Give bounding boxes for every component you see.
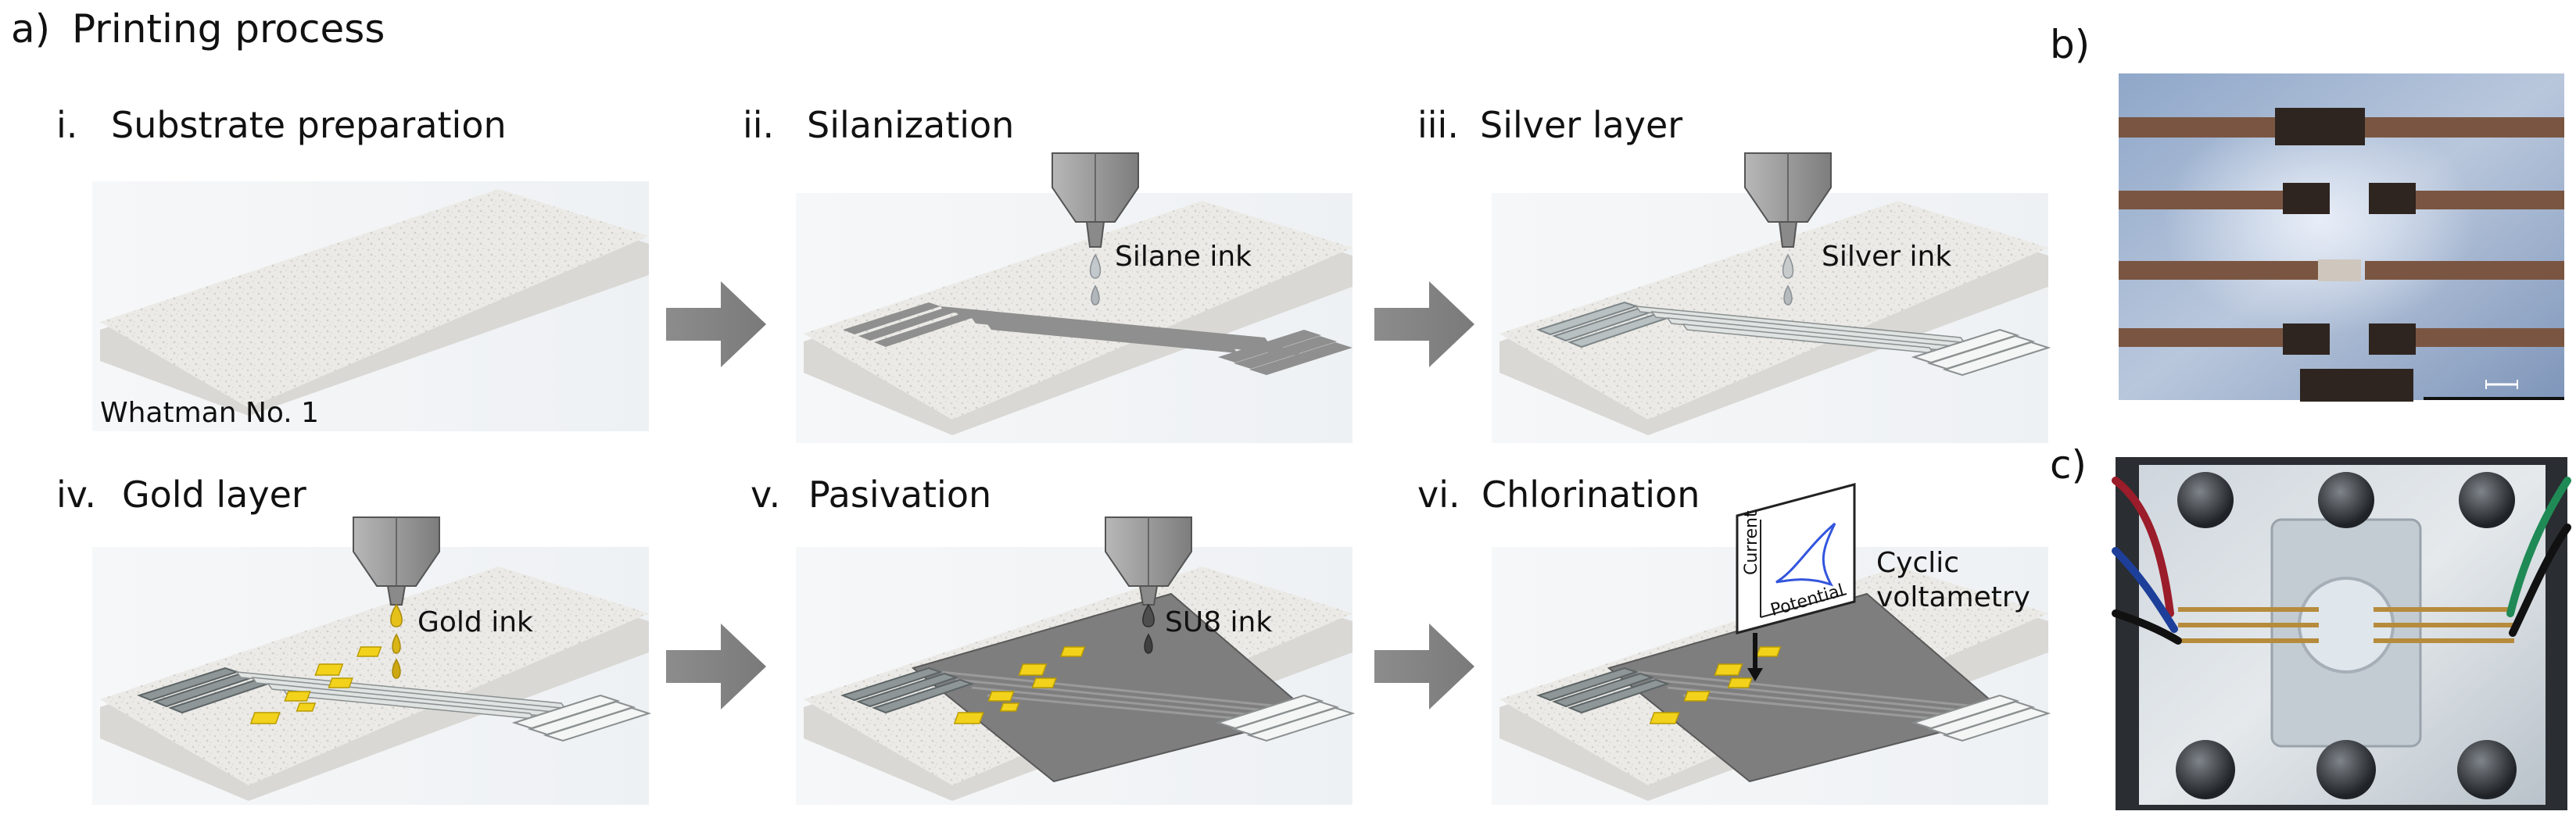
panel-b-letter: b)	[2050, 22, 2091, 67]
scene-chlorination	[1492, 547, 2051, 805]
silver-ink-label: Silver ink	[1822, 241, 1952, 273]
silver-droplet	[1782, 253, 1794, 279]
cv-current-label: Current	[1742, 510, 1761, 575]
step-5-number: v.	[751, 474, 781, 516]
whatman-label: Whatman No. 1	[100, 397, 320, 429]
step-3-number: iii.	[1417, 104, 1459, 146]
panel-a-title: Printing process	[72, 6, 385, 52]
nozzle-su8	[1105, 516, 1192, 654]
scene-substrate	[92, 181, 649, 431]
process-arrow-1-2	[666, 281, 766, 367]
silane-ink-label: Silane ink	[1115, 241, 1252, 273]
device-photo	[2112, 457, 2571, 810]
cv-label-line1: Cyclic	[1876, 547, 1960, 579]
su8-droplet	[1142, 603, 1155, 627]
process-arrow-2-3	[1374, 281, 1474, 367]
scene-silanization	[796, 193, 1352, 443]
cv-label-line2: voltametry	[1876, 581, 2030, 613]
nozzle-silane	[1052, 152, 1139, 306]
paper-substrate	[1499, 201, 2048, 420]
process-arrow-5-6	[1374, 624, 1474, 709]
cv-curve	[1775, 522, 1836, 587]
step-5-title: Pasivation	[808, 474, 992, 516]
nozzle-silver	[1744, 152, 1832, 306]
micrograph-image	[2119, 73, 2564, 402]
silver-pattern	[1536, 301, 2051, 377]
process-arrow-4-5	[666, 624, 766, 709]
paper-substrate	[100, 189, 649, 408]
micrograph-traces	[2119, 117, 2564, 347]
cv-x-axis	[1760, 593, 1847, 618]
scene-gold	[92, 547, 652, 805]
step-1-title: Substrate preparation	[111, 104, 507, 146]
gold-electrodes	[953, 646, 1086, 724]
gold-droplet	[390, 603, 403, 627]
gold-electrodes	[249, 646, 382, 724]
panel-a-letter: a)	[11, 6, 51, 52]
nozzle-gold	[353, 516, 440, 679]
micrograph-electrodes	[2275, 108, 2416, 402]
step-4-title: Gold layer	[122, 474, 306, 516]
gold-ink-label: Gold ink	[417, 606, 533, 638]
step-2-number: ii.	[743, 104, 775, 146]
step-6-number: vi.	[1417, 474, 1460, 516]
step-2-title: Silanization	[807, 104, 1015, 146]
su8-ink-label: SU8 ink	[1165, 606, 1273, 638]
gold-layer-base	[137, 667, 652, 742]
step-4-number: iv.	[56, 474, 97, 516]
step-1-number: i.	[56, 104, 78, 146]
device-bolts	[2176, 472, 2517, 799]
step-3-title: Silver layer	[1480, 104, 1683, 146]
device-wires	[2112, 477, 2571, 645]
device-traces	[2178, 607, 2514, 643]
paper-substrate	[804, 201, 1352, 420]
silane-pattern	[843, 302, 1352, 375]
paper-substrate	[100, 566, 649, 785]
scene-silver	[1492, 193, 2051, 443]
panel-c-letter: c)	[2050, 442, 2087, 488]
gold-electrodes	[1649, 646, 1782, 724]
silane-droplet	[1089, 253, 1102, 279]
scene-pasivation	[796, 547, 1356, 805]
cv-plot-inset	[1736, 483, 1856, 634]
pasivation-contacts	[840, 667, 1356, 742]
step-6-title: Chlorination	[1481, 474, 1700, 516]
